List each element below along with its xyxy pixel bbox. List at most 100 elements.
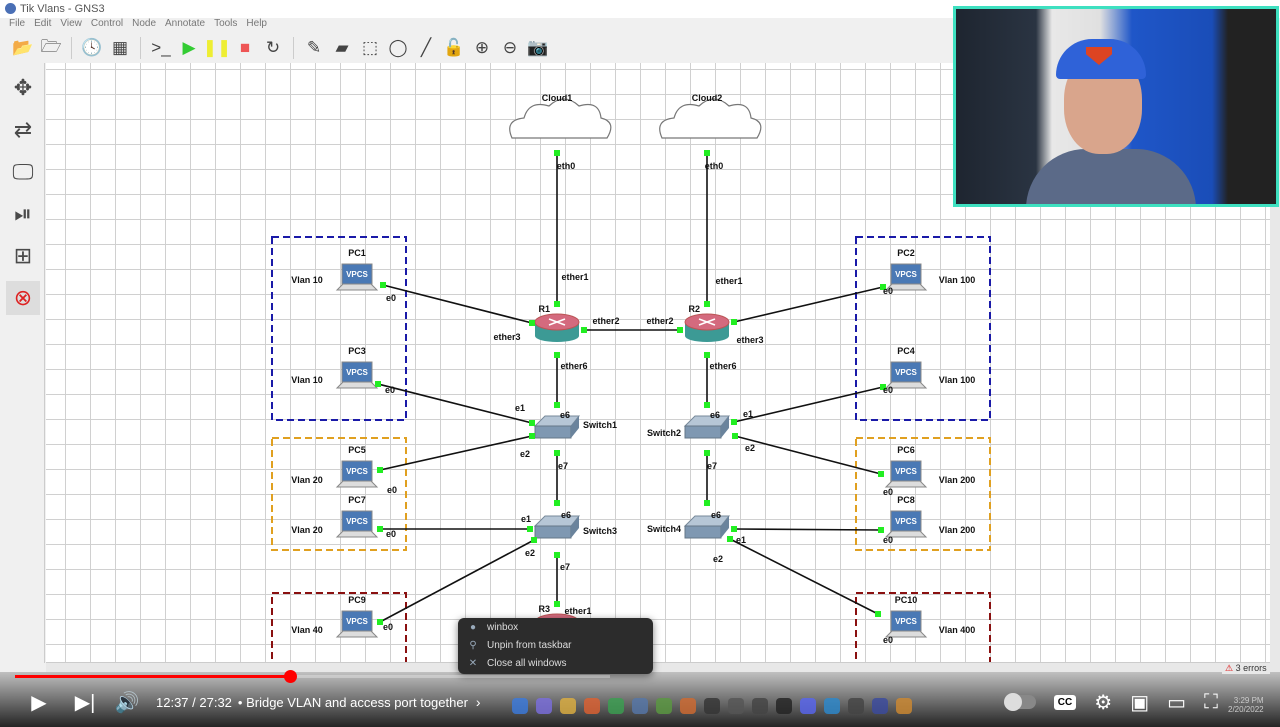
context-menu-item[interactable]: ⚲Unpin from taskbar xyxy=(458,636,653,654)
link-pc3-sw1[interactable] xyxy=(377,383,533,424)
taskbar-app-icon[interactable] xyxy=(776,698,792,714)
draw-ellipse-icon[interactable]: ◯ xyxy=(388,38,408,57)
zoom-in-icon[interactable]: ⊕ xyxy=(474,38,490,57)
errors-indicator[interactable]: ⚠ 3 errors xyxy=(1222,663,1270,674)
open-project-icon[interactable]: 📂 xyxy=(12,38,34,57)
node-sw2[interactable]: Switch2 xyxy=(647,415,731,439)
link-line[interactable] xyxy=(379,435,533,471)
zoom-out-icon[interactable]: ⊖ xyxy=(502,38,518,57)
taskbar-app-icon[interactable] xyxy=(824,698,840,714)
link-line[interactable] xyxy=(733,286,884,323)
taskbar-app-icon[interactable] xyxy=(704,698,720,714)
menu-annotate[interactable]: Annotate xyxy=(165,18,206,29)
screenshot-icon[interactable]: 📷 xyxy=(527,38,549,57)
captions-button[interactable]: CC xyxy=(1053,694,1077,710)
link-pc1-r1[interactable] xyxy=(382,284,533,324)
taskbar-app-icon[interactable] xyxy=(728,698,744,714)
all-devices-icon[interactable]: ⊞ xyxy=(13,243,33,268)
add-link-icon[interactable]: ⊗ xyxy=(6,281,40,315)
taskbar-app-icon[interactable] xyxy=(608,698,624,714)
start-icon[interactable]: ▶ xyxy=(182,38,196,57)
node-cloud1[interactable]: Cloud1 xyxy=(509,93,612,139)
vertical-scrollbar[interactable] xyxy=(1270,63,1280,672)
node-sw1[interactable]: Switch1 xyxy=(533,415,617,439)
context-menu-item[interactable]: ✕Close all windows xyxy=(458,654,653,672)
play-button[interactable]: ▶ xyxy=(31,691,47,714)
show-interfaces-icon[interactable]: ▦ xyxy=(111,38,129,57)
video-progress-bar[interactable] xyxy=(15,670,610,683)
taskbar-app-icon[interactable] xyxy=(680,698,696,714)
horizontal-scrollbar[interactable] xyxy=(46,662,1270,672)
insert-image-icon[interactable]: ▰ xyxy=(335,38,349,57)
node-r2[interactable]: R2 xyxy=(684,304,730,342)
link-pc2-r2[interactable] xyxy=(733,286,884,323)
switches-icon[interactable]: ⇄ xyxy=(13,117,33,142)
menu-help[interactable]: Help xyxy=(246,18,267,29)
console-icon[interactable]: >_ xyxy=(151,38,171,57)
link-pc8-sw4[interactable] xyxy=(733,528,882,531)
link-pc6-sw2[interactable] xyxy=(734,435,882,475)
autoplay-toggle[interactable] xyxy=(1003,693,1036,711)
lock-icon[interactable]: 🔓 xyxy=(443,38,465,57)
fullscreen-icon[interactable]: ⛶ xyxy=(1204,690,1218,713)
open-folder-icon[interactable]: 🗁 xyxy=(40,36,62,56)
draw-rectangle-icon[interactable]: ⬚ xyxy=(361,38,379,57)
draw-line-icon[interactable]: ╱ xyxy=(420,38,432,57)
menu-control[interactable]: Control xyxy=(90,18,124,29)
link-pc9-sw3[interactable] xyxy=(379,539,535,623)
node-sw3[interactable]: Switch3 xyxy=(533,515,617,539)
reload-icon[interactable]: ↻ xyxy=(265,38,281,57)
link-line[interactable] xyxy=(733,528,882,531)
stop-icon[interactable]: ■ xyxy=(239,38,251,57)
next-button[interactable]: ▶| xyxy=(74,691,96,714)
routers-icon[interactable]: ✥ xyxy=(13,75,33,100)
context-menu-item[interactable]: ●winbox xyxy=(458,618,653,636)
taskbar-app-icon[interactable] xyxy=(752,698,768,714)
node-sw4[interactable]: Switch4 xyxy=(647,515,731,539)
theater-mode-icon[interactable]: ▭ xyxy=(1167,691,1186,714)
link-line[interactable] xyxy=(734,435,882,475)
link-pc10-sw4[interactable] xyxy=(729,538,879,615)
progress-thumb[interactable] xyxy=(283,670,297,683)
snapshot-clock-icon[interactable]: 🕓 xyxy=(81,38,103,57)
security-devices-icon[interactable]: ⏯ xyxy=(14,201,32,226)
menu-tools[interactable]: Tools xyxy=(214,18,238,29)
chapter-title[interactable]: • Bridge VLAN and access port together xyxy=(237,694,468,710)
end-devices-icon[interactable]: 🖵 xyxy=(12,159,34,184)
node-r1[interactable]: R1 xyxy=(534,304,580,342)
menu-edit[interactable]: Edit xyxy=(34,18,52,29)
taskbar-app-icon[interactable] xyxy=(512,698,528,714)
taskbar-app-icon[interactable] xyxy=(896,698,912,714)
chevron-right-icon[interactable]: › xyxy=(475,694,481,710)
taskbar-app-icon[interactable] xyxy=(632,698,648,714)
add-note-icon[interactable]: ✎ xyxy=(306,38,322,57)
taskbar-app-icon[interactable] xyxy=(584,698,600,714)
taskbar-app-icon[interactable] xyxy=(560,698,576,714)
menu-node[interactable]: Node xyxy=(132,18,157,29)
link-line[interactable] xyxy=(382,284,533,324)
suspend-icon[interactable]: ❚❚ xyxy=(202,38,232,57)
link-line[interactable] xyxy=(377,383,533,424)
menu-view[interactable]: View xyxy=(60,18,82,29)
settings-gear-icon[interactable]: ⚙ xyxy=(1094,691,1113,714)
node-cloud2[interactable]: Cloud2 xyxy=(659,93,762,139)
menu-file[interactable]: File xyxy=(9,18,26,29)
link-line[interactable] xyxy=(379,539,535,623)
taskbar-app-icon[interactable] xyxy=(848,698,864,714)
taskbar-app-icon[interactable] xyxy=(536,698,552,714)
link-pc4-sw2[interactable] xyxy=(733,386,884,423)
taskbar-app-icon[interactable] xyxy=(872,698,888,714)
link-pc5-sw1[interactable] xyxy=(379,435,533,471)
volume-button[interactable]: 🔊 xyxy=(114,691,140,714)
link-line[interactable] xyxy=(733,386,884,423)
link-line[interactable] xyxy=(729,538,879,615)
